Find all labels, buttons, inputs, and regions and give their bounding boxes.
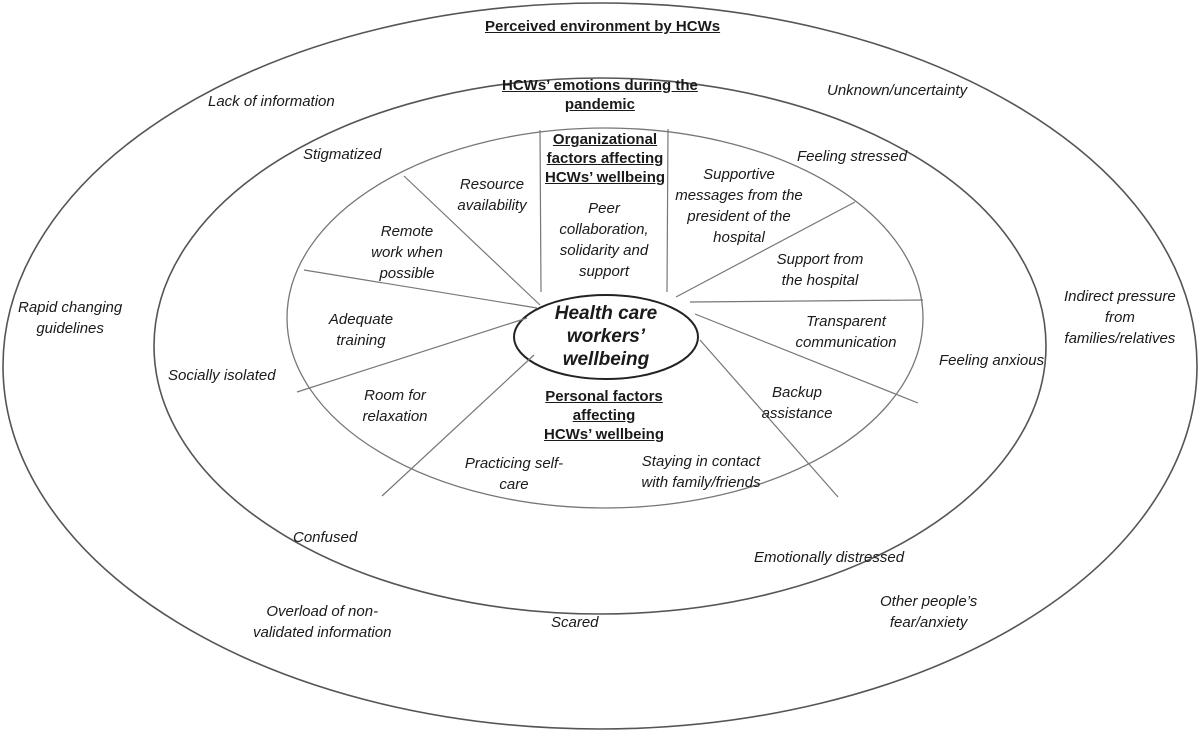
label-rapid-changing-guidelines: Rapid changing guidelines [18,299,123,337]
label-emotionally-distressed: Emotionally distressed [754,549,905,566]
spoke-training-relaxation [296,317,528,393]
inner-ring-ellipse [286,127,924,509]
spoke-supportive-hospital [675,201,856,298]
spoke-relaxation-selfcare [381,354,535,497]
label-indirect-pressure: Indirect pressure from families/relative… [1064,288,1176,347]
org-divider-right [666,128,669,293]
label-practicing-self-care: Practicing self- care [464,455,564,493]
spoke-hospital-transparent [689,299,924,303]
core-ellipse [513,294,699,380]
spoke-backup-contact [699,339,839,498]
label-staying-in-contact: Staying in contact with family/friends [641,453,761,491]
spoke-resource-remote [403,175,541,306]
label-peer-collaboration: Peer collaboration, solidarity and suppo… [559,200,649,280]
personal-factors-title: Personal factors affecting HCWs’ wellbei… [543,388,664,443]
label-remote-work: Remote work when possible [371,223,443,282]
label-feeling-anxious: Feeling anxious [939,352,1045,369]
label-feeling-stressed: Feeling stressed [797,148,908,165]
label-confused: Confused [293,529,358,546]
outer-ring-title: Perceived environment by HCWs [485,18,721,35]
label-backup-assistance: Backup assistance [761,384,833,422]
core-wellbeing-label: Health care workers’ wellbeing [554,303,658,370]
spoke-remote-training [303,269,538,309]
spoke-transparent-backup [694,313,919,404]
label-supportive-messages: Supportive messages from the president o… [675,166,803,246]
label-unknown-uncertainty: Unknown/uncertainty [827,82,968,99]
label-socially-isolated: Socially isolated [168,367,276,384]
label-adequate-training: Adequate training [328,311,394,349]
label-stigmatized: Stigmatized [303,146,382,163]
label-resource-availability: Resource availability [457,176,527,214]
middle-ring-title: HCWs’ emotions during the pandemic [502,77,698,113]
label-support-from-hospital: Support from the hospital [776,251,864,289]
label-room-relaxation: Room for relaxation [362,387,428,425]
org-divider-left [539,129,542,293]
label-lack-of-information: Lack of information [208,93,335,110]
label-other-people-fear: Other people’s fear/anxiety [880,593,978,631]
label-overload-information: Overload of non- validated information [253,603,392,641]
middle-ring-ellipse [153,77,1047,615]
label-scared: Scared [551,614,599,631]
organizational-factors-title: Organizational factors affecting HCWs’ w… [545,131,666,186]
label-transparent-communication: Transparent communication [795,313,897,351]
